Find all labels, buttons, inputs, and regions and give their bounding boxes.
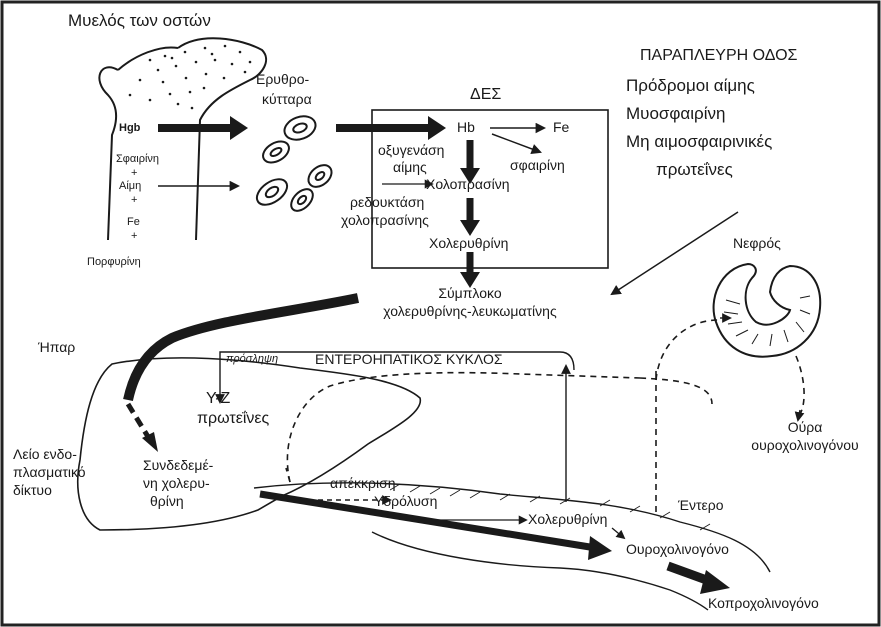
globin-left-label: Σφαιρίνη <box>116 153 159 165</box>
conjugated-bilirubin-line1: Συνδεδεμέ- <box>143 458 213 473</box>
hb-label: Hb <box>457 120 475 135</box>
biliverdin-reductase-line2: χολοπρασίνης <box>341 213 429 228</box>
porphyrin-label: Πορφυρίνη <box>87 256 141 268</box>
bone-marrow-label: Μυελός των οστών <box>68 12 211 31</box>
side-pathway-item-4: πρωτεΐνες <box>656 161 733 180</box>
heme-oxygenase-line2: αίμης <box>393 160 427 175</box>
yz-proteins-line1: Y-Z <box>206 390 230 408</box>
plus-3: + <box>131 230 137 242</box>
secretion-label: απέκκριση <box>330 476 396 491</box>
intestine-label: Έντερο <box>678 498 724 513</box>
side-pathway-item-2: Μυοσφαιρίνη <box>626 105 725 124</box>
smooth-er-line3: δίκτυο <box>13 483 52 498</box>
kidney-shape <box>714 264 821 357</box>
urine-label-line1: Ούρα <box>760 420 850 435</box>
dashed-kidney-to-urine <box>796 356 804 414</box>
intestinal-bilirubin-label: Χολερυθρίνη <box>528 512 607 527</box>
uptake-label: πρόσληψη <box>226 353 278 365</box>
urine-label-line2: ουροχολινογόνου <box>735 438 875 453</box>
side-pathway-title: ΠΑΡΑΠΛΕΥΡΗ ΟΔΟΣ <box>640 47 797 65</box>
arrow-side-pathway <box>612 212 738 294</box>
biliverdin-label: Χολοπρασίνη <box>426 177 510 192</box>
res-label: ΔΕΣ <box>470 86 501 104</box>
complex-label-line2: χολερυθρίνης-λευκωματίνης <box>350 304 590 319</box>
urobilinogen-label: Ουροχολινογόνο <box>626 542 729 557</box>
kidney-hatching <box>724 296 810 346</box>
fe-left-label: Fe <box>127 216 140 228</box>
bone-marrow-femur-shape <box>99 38 266 240</box>
arrow-complex-to-liver <box>128 298 358 400</box>
kidney-label: Νεφρός <box>733 236 781 251</box>
erythrocytes-label-line1: Ερυθρο- <box>256 72 309 87</box>
erythrocyte-cells <box>252 112 335 215</box>
heme-oxygenase-line1: οξυγενάση <box>378 143 444 158</box>
smooth-er-line1: Λείο ενδο- <box>13 447 77 462</box>
arrow-hb-to-globin <box>492 134 540 152</box>
yz-proteins-line2: πρωτεΐνες <box>197 410 269 428</box>
biliverdin-reductase-line1: ρεδουκτάση <box>350 195 424 210</box>
complex-label-line1: Σύμπλοκο <box>380 286 560 301</box>
heme-left-label: Αίμη <box>119 180 141 192</box>
plus-2: + <box>131 194 137 206</box>
arrow-uptake-to-conjugation <box>128 404 150 440</box>
side-pathway-item-1: Πρόδρομοι αίμης <box>626 77 755 96</box>
hydrolysis-label: Υδρόλυση <box>374 494 437 509</box>
conjugated-bilirubin-line3: θρίνη <box>150 494 184 509</box>
side-pathway-item-3: Μη αιμοσφαιρινικές <box>626 133 772 152</box>
enterohepatic-cycle-label: ΕΝΤΕΡΟΗΠΑΤΙΚΟΣ ΚΥΚΛΟΣ <box>315 352 502 367</box>
liver-label: Ήπαρ <box>38 340 75 355</box>
fe-right-label: Fe <box>553 120 569 135</box>
conjugated-bilirubin-line2: νη χολερυ- <box>143 476 210 491</box>
hgb-label: Hgb <box>119 122 140 134</box>
stercobilinogen-label: Κοπροχολινογόνο <box>708 596 819 611</box>
bilirubin-label: Χολερυθρίνη <box>429 236 508 251</box>
dashed-enterohepatic-loop <box>287 373 640 482</box>
smooth-er-line2: πλασματικό <box>13 465 86 480</box>
globin-right-label: σφαιρίνη <box>510 158 565 173</box>
erythrocytes-label-line2: κύτταρα <box>262 92 312 107</box>
plus-1: + <box>131 167 137 179</box>
